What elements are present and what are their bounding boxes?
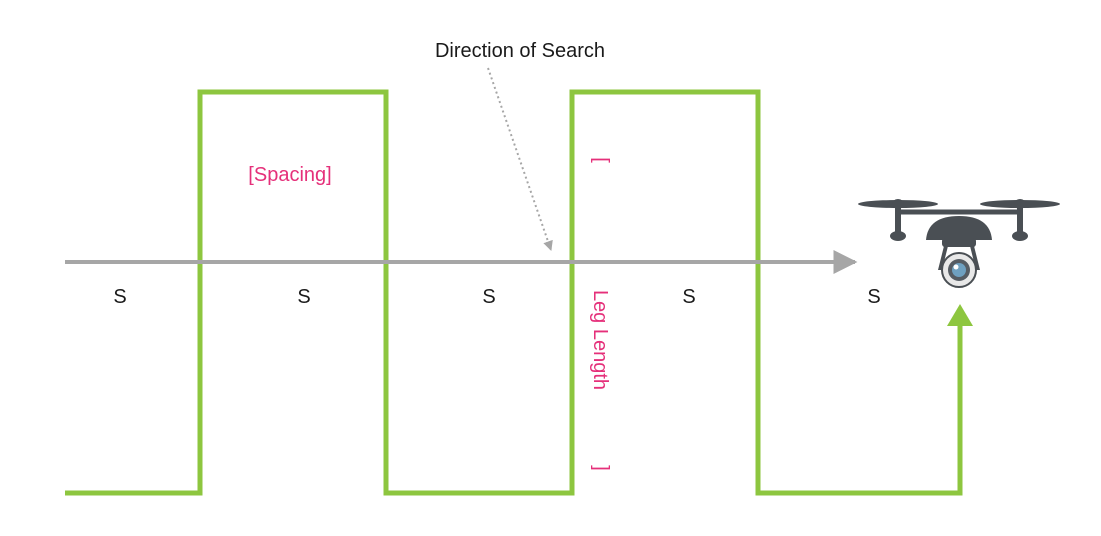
s-marker: S bbox=[113, 286, 126, 308]
direction-of-search-label: Direction of Search bbox=[435, 40, 605, 62]
path-arrowhead bbox=[947, 304, 973, 326]
s-marker: S bbox=[682, 286, 695, 308]
spacing-label: [Spacing] bbox=[248, 164, 331, 186]
s-marker: S bbox=[297, 286, 310, 308]
leg-bracket-top: [ bbox=[590, 157, 612, 163]
direction-leader-line bbox=[487, 67, 553, 251]
s-marker: S bbox=[867, 286, 880, 308]
s-marker: S bbox=[482, 286, 495, 308]
leg-bracket-bottom: ] bbox=[590, 465, 612, 471]
leg-length-label: Leg Length bbox=[589, 290, 611, 390]
drone-icon bbox=[858, 199, 1060, 288]
search-flight-path bbox=[65, 89, 963, 496]
